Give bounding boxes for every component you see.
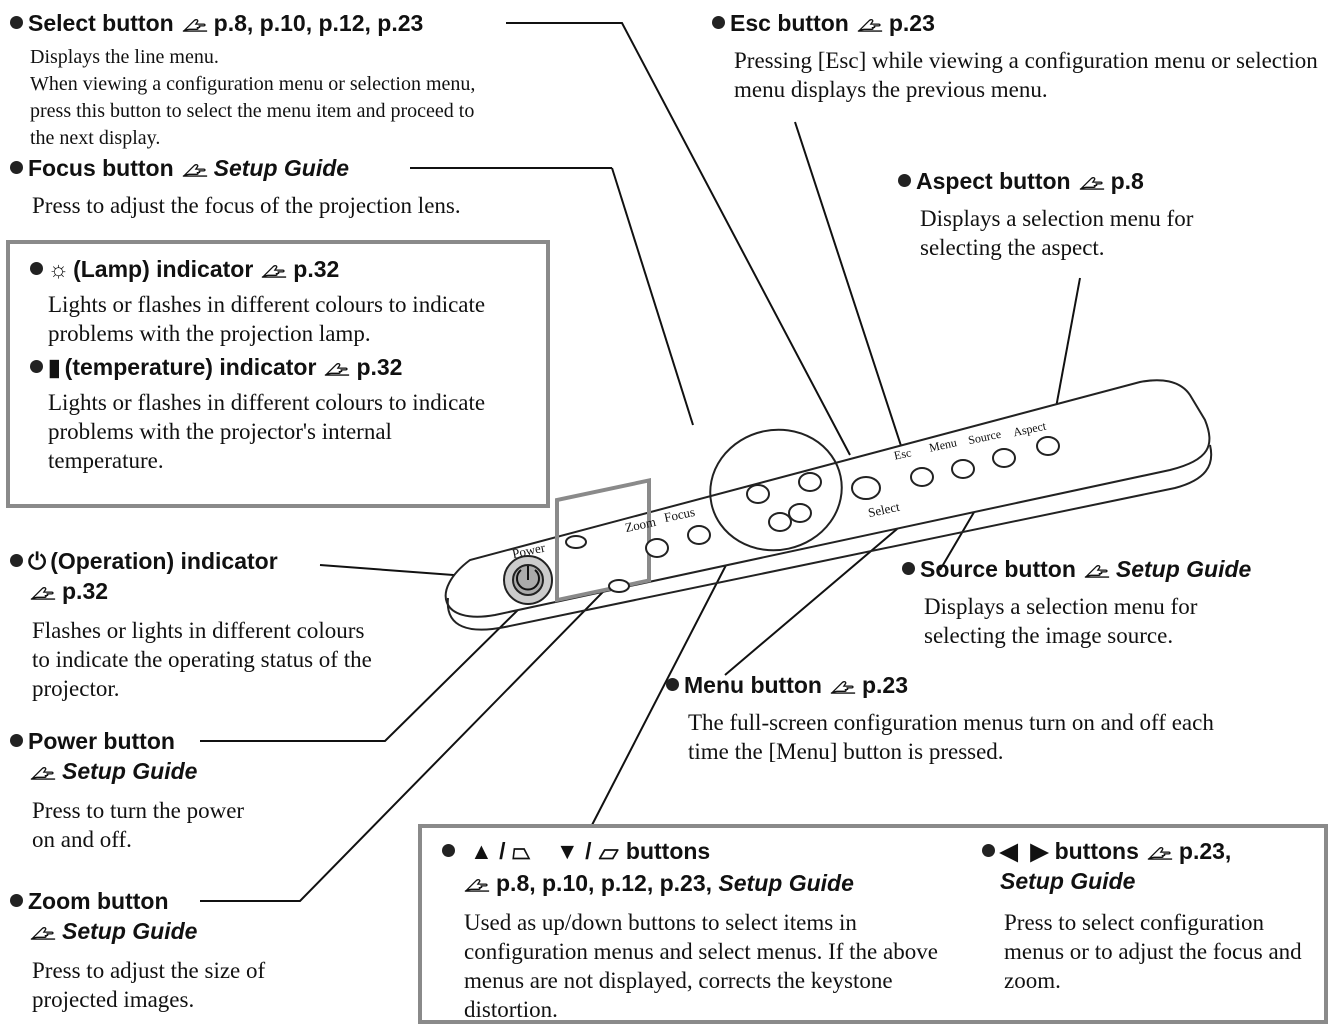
keystone-up-icon: ⏢	[511, 838, 531, 864]
reference-icon	[464, 870, 490, 896]
power-desc: Press to turn the power on and off.	[32, 798, 245, 852]
operation-ref: p.32	[62, 578, 109, 604]
reference-icon	[1079, 168, 1105, 194]
left-arrow-icon: ◀	[1000, 838, 1018, 864]
aspect-ref: p.8	[1110, 168, 1144, 194]
esc-ref: p.23	[888, 10, 935, 36]
source-section: Source button Setup Guide Displays a sele…	[902, 556, 1274, 650]
select-desc1: Displays the line menu.	[30, 46, 219, 68]
focus-ref: Setup Guide	[213, 155, 350, 181]
keystone-down-icon: ⏥	[597, 838, 620, 864]
menu-title: Menu button	[684, 672, 822, 698]
reference-icon	[30, 578, 56, 604]
aspect-desc: Displays a selection menu for selecting …	[920, 206, 1194, 260]
focus-leader	[611, 167, 694, 426]
updown-ref: p.8, p.10, p.12, p.23,	[496, 870, 713, 896]
bullet-icon	[30, 262, 43, 275]
bullet-icon	[902, 562, 915, 575]
esc-desc: Pressing [Esc] while viewing a configura…	[734, 48, 1318, 102]
leftright-title: buttons	[1054, 838, 1139, 864]
zoom-section: Zoom button Setup Guide Press to adjust …	[10, 888, 332, 1014]
temp-ref: p.32	[356, 354, 403, 380]
thermometer-icon: ▮	[48, 354, 61, 380]
esc-leader	[794, 121, 906, 459]
source-title: Source button	[920, 556, 1076, 582]
updown-title: buttons	[625, 838, 711, 864]
down-arrow-icon: ▼	[555, 838, 579, 864]
select-desc2: When viewing a configuration menu or sel…	[30, 73, 476, 149]
operation-title: (Operation) indicator	[50, 548, 278, 574]
bullet-icon	[898, 174, 911, 187]
source-ref: Setup Guide	[1115, 556, 1252, 582]
right-arrow-icon: ▶	[1030, 838, 1049, 864]
select-title: Select button	[28, 10, 174, 36]
focus-title: Focus button	[28, 155, 174, 181]
esc-title: Esc button	[730, 10, 849, 36]
leftright-ref: p.23,	[1178, 838, 1232, 864]
reference-icon	[261, 256, 287, 282]
reference-icon	[182, 10, 208, 36]
up-arrow-icon: ▲	[470, 838, 493, 864]
bullet-icon	[982, 844, 995, 857]
bullet-icon	[10, 161, 23, 174]
operation-section: ⏻(Operation) indicator p.32 Flashes or l…	[10, 548, 382, 703]
bullet-icon	[10, 734, 23, 747]
reference-icon	[30, 918, 56, 944]
updown-ref-guide: Setup Guide	[718, 870, 854, 896]
select-ref: p.8, p.10, p.12, p.23	[213, 10, 424, 36]
power-section: Power button Setup Guide Press to turn t…	[10, 728, 272, 854]
leftright-section: ◀ ▶ buttons p.23, Setup Guide Press to se…	[982, 838, 1314, 995]
aspect-section: Aspect button p.8 Displays a selection me…	[898, 168, 1270, 262]
power-ref: Setup Guide	[62, 758, 198, 784]
reference-icon	[30, 758, 56, 784]
select-section: Select button p.8, p.10, p.12, p.23 Displ…	[10, 10, 480, 152]
arrow-buttons-box: ▲ / ⏢ ▼ / ⏥ buttons p.8, p.10, p.12, p.2…	[418, 824, 1328, 1024]
bullet-icon	[10, 16, 23, 29]
updown-desc: Used as up/down buttons to select items …	[464, 910, 938, 1022]
reference-icon	[830, 672, 856, 698]
temp-title: (temperature) indicator	[64, 354, 317, 380]
lamp-icon: ☼	[48, 256, 70, 282]
bullet-icon	[30, 360, 43, 373]
lamp-title: (Lamp) indicator	[73, 256, 254, 282]
source-desc: Displays a selection menu for selecting …	[924, 594, 1198, 648]
leftright-ref-guide: Setup Guide	[1000, 868, 1136, 894]
menu-ref: p.23	[861, 672, 908, 698]
operation-desc: Flashes or lights in different colours t…	[32, 618, 372, 701]
aspect-title: Aspect button	[916, 168, 1071, 194]
zoom-ref: Setup Guide	[62, 918, 198, 944]
lamp-ref: p.32	[293, 256, 340, 282]
power-symbol-icon: ⏻	[28, 548, 47, 574]
menu-desc: The full-screen configuration menus turn…	[688, 710, 1214, 764]
bullet-icon	[442, 844, 455, 857]
power-leader	[200, 599, 529, 742]
bullet-icon	[666, 678, 679, 691]
menu-section: Menu button p.23 The full-screen configur…	[666, 672, 1248, 766]
zoom-title: Zoom button	[28, 888, 169, 914]
lamp-desc: Lights or flashes in different colours t…	[48, 292, 486, 346]
focus-desc: Press to adjust the focus of the project…	[32, 193, 461, 218]
reference-icon	[1084, 556, 1110, 582]
separator: /	[585, 838, 592, 864]
focus-section: Focus button Setup Guide Press to adjust …	[10, 155, 461, 220]
bullet-icon	[712, 16, 725, 29]
reference-icon	[182, 155, 208, 181]
select-leader	[506, 22, 851, 456]
temp-desc: Lights or flashes in different colours t…	[48, 390, 486, 473]
zoom-leader	[200, 549, 645, 902]
leftright-desc: Press to select configuration menus or t…	[1004, 910, 1302, 993]
reference-icon	[857, 10, 883, 36]
bullet-icon	[10, 894, 23, 907]
esc-section: Esc button p.23 Pressing [Esc] while view…	[712, 10, 1324, 104]
indicator-box: ☼(Lamp) indicator p.32 Lights or flashes …	[6, 240, 550, 508]
power-title: Power button	[28, 728, 175, 754]
reference-icon	[324, 354, 350, 380]
separator: /	[499, 838, 506, 864]
zoom-desc: Press to adjust the size of projected im…	[32, 958, 266, 1012]
bullet-icon	[10, 554, 23, 567]
updown-section: ▲ / ⏢ ▼ / ⏥ buttons p.8, p.10, p.12, p.2…	[442, 838, 964, 1024]
reference-icon	[1147, 838, 1173, 864]
